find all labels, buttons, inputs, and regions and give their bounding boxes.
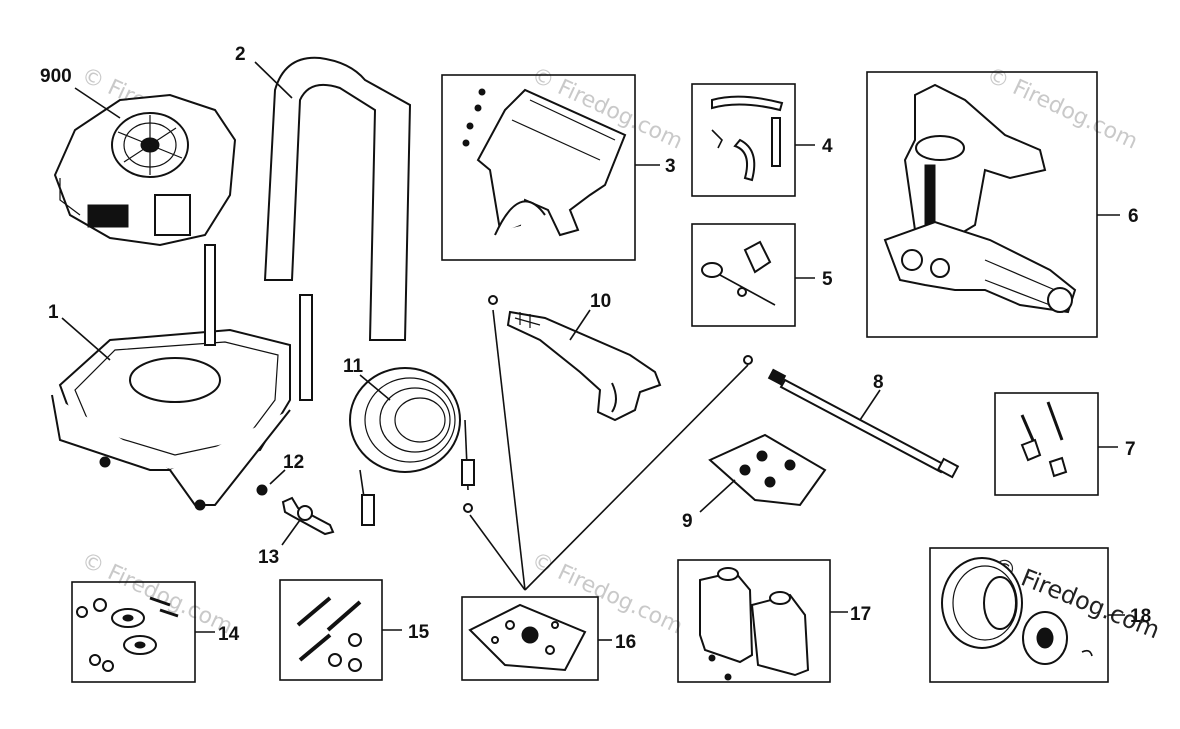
part-17-tanks (699, 567, 848, 681)
part-12-nut[interactable] (256, 469, 286, 496)
part-4-box[interactable] (691, 83, 796, 197)
part-15-bolts (296, 596, 402, 672)
part-label-7: 7 (1125, 439, 1136, 460)
part-6-box[interactable] (866, 71, 1098, 338)
part-16-box[interactable] (461, 596, 599, 681)
part-label-10: 10 (590, 291, 611, 312)
part-label-8: 8 (873, 372, 884, 393)
part-label-16: 16 (615, 632, 636, 653)
part-14-feet (76, 596, 215, 672)
watermark: © Firedog.com (77, 548, 236, 640)
part-label-1: 1 (48, 302, 59, 323)
part-label-4: 4 (822, 136, 833, 157)
part-10-gun[interactable] (488, 295, 662, 422)
part-6-pump (883, 83, 1120, 314)
part-16-seals (463, 309, 749, 672)
part-label-11: 11 (343, 356, 364, 377)
part-label-13: 13 (258, 547, 279, 568)
part-5-box[interactable] (691, 223, 796, 327)
part-label-15: 15 (408, 622, 430, 643)
part-900-engine[interactable] (53, 87, 237, 247)
part-9-nozzles[interactable] (699, 433, 827, 513)
part-1-frame[interactable] (51, 244, 313, 511)
part-2-handle[interactable] (254, 56, 412, 341)
part-18-wheel (941, 557, 1125, 665)
part-7-bolts (1020, 401, 1118, 478)
part-17-box[interactable] (677, 559, 831, 683)
part-7-box[interactable] (994, 392, 1099, 496)
part-label-18: 18 (1130, 606, 1151, 627)
part-label-6: 6 (1128, 206, 1139, 227)
part-3-box[interactable] (441, 74, 636, 261)
part-label-14: 14 (218, 624, 240, 645)
part-label-5: 5 (822, 269, 833, 290)
part-5-knob (701, 240, 815, 306)
part-3-bracket (462, 88, 660, 237)
part-label-3: 3 (665, 156, 676, 177)
part-label-2: 2 (235, 44, 246, 65)
part-4-hoses (711, 95, 815, 182)
part-label-17: 17 (850, 604, 871, 625)
part-8-wand[interactable] (743, 355, 960, 479)
part-label-900: 900 (40, 66, 72, 87)
part-11-hose[interactable] (349, 367, 475, 526)
part-label-9: 9 (682, 511, 693, 532)
part-13-axle[interactable] (281, 496, 335, 546)
part-label-12: 12 (283, 452, 304, 473)
